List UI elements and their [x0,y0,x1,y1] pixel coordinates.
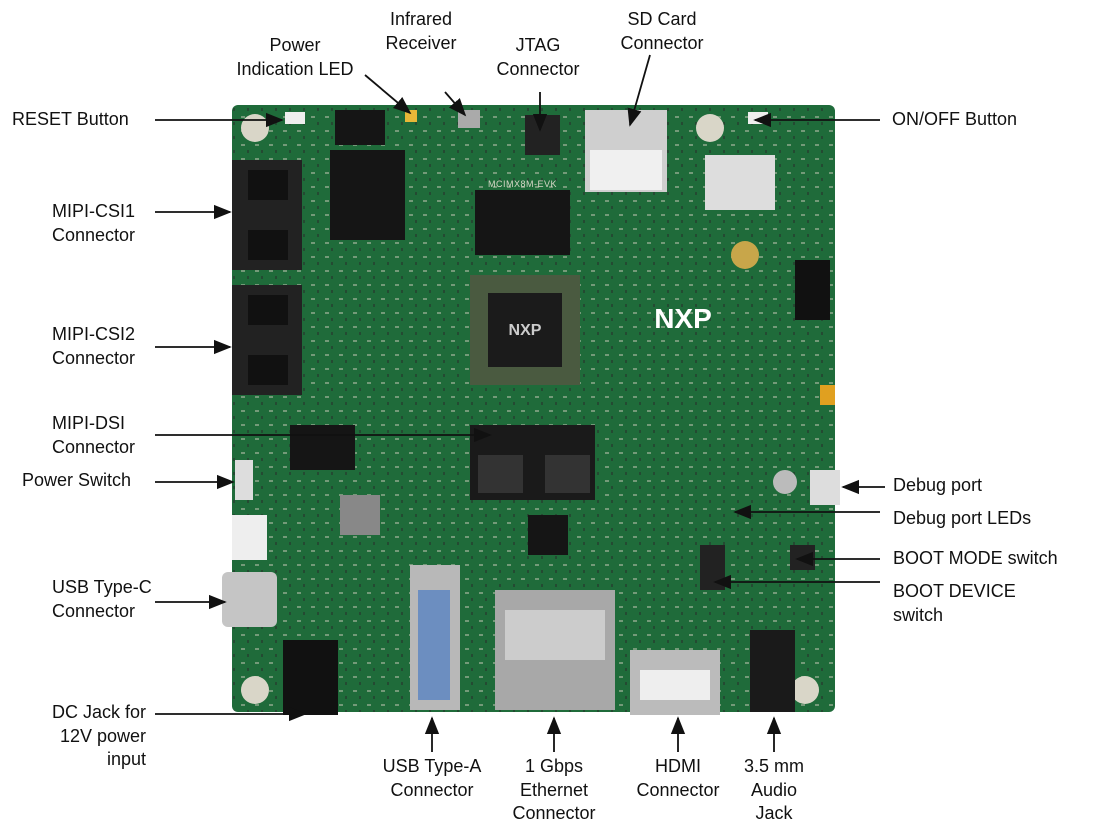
label-debug-leds: Debug port LEDs [893,507,1031,531]
label-line: Connector [52,224,136,245]
label-usb-a: USB Type-A Connector [383,755,482,802]
label-line: USB Type-C [52,577,152,597]
board-silkscreen: MCIMX8M-EVK [488,179,557,189]
label-line: Connector [390,779,474,800]
label-line: 3.5 mm [743,756,805,776]
label-dc-jack: DC Jack for 12V power input [38,701,146,772]
label-line: Connector [636,779,720,800]
label-line: DC Jack for [51,702,146,722]
label-line: input [106,749,146,769]
label-line: Power Switch [22,470,132,490]
label-line: BOOT DEVICE [893,581,1016,601]
label-line: Infrared [389,9,453,29]
label-line: Ethernet [519,779,589,800]
label-line: RESET Button [12,109,129,129]
label-line: Connector [52,436,136,457]
label-audio: 3.5 mm Audio Jack [744,755,804,826]
label-line: Debug port [893,475,983,495]
label-line: 12V power [59,725,146,746]
nxp-logo: NXP [654,303,712,334]
label-line: SD Card [627,9,697,29]
pcb-board: MCIMX8M-EVK NXP NXP [222,105,840,715]
label-line: 1 Gbps [524,756,584,776]
label-line: switch [893,604,944,625]
chip-logo: NXP [509,322,542,339]
label-line: BOOT MODE switch [893,548,1058,568]
label-line: MIPI-CSI1 [52,201,136,221]
label-ethernet: 1 Gbps Ethernet Connector [512,755,595,826]
label-boot-device: BOOT DEVICE switch [893,580,1016,627]
label-line: Connector [620,32,704,53]
label-line: Debug port LEDs [893,508,1032,528]
label-debug-port: Debug port [893,474,982,498]
label-power-led: Power Indication LED [236,34,353,81]
label-usb-c: USB Type-C Connector [52,576,152,623]
label-csi2: MIPI-CSI2 Connector [52,323,135,370]
label-line: Connector [52,347,136,368]
label-line: JTAG [515,35,561,55]
label-line: Jack [755,803,793,823]
label-csi1: MIPI-CSI1 Connector [52,200,135,247]
label-line: Receiver [385,32,457,53]
label-reset: RESET Button [12,108,129,132]
label-line: Connector [512,803,596,823]
label-line: MIPI-CSI2 [52,324,136,344]
label-dsi: MIPI-DSI Connector [52,412,135,459]
label-onoff: ON/OFF Button [892,108,1017,132]
label-boot-mode: BOOT MODE switch [893,547,1058,571]
label-line: HDMI [655,756,701,776]
label-line: USB Type-A [382,756,482,776]
label-infrared: Infrared Receiver [385,8,456,55]
label-jtag: JTAG Connector [496,34,579,81]
label-line: Audio [750,779,798,800]
label-line: Connector [496,58,580,79]
label-line: Connector [52,600,136,621]
label-hdmi: HDMI Connector [636,755,719,802]
callout-arrows [155,54,885,752]
label-line: Indication LED [236,58,354,79]
label-power-switch: Power Switch [22,469,131,493]
label-line: MIPI-DSI [52,413,126,433]
label-line: Power [269,35,321,55]
label-line: ON/OFF Button [892,109,1018,129]
label-sd-card: SD Card Connector [620,8,703,55]
